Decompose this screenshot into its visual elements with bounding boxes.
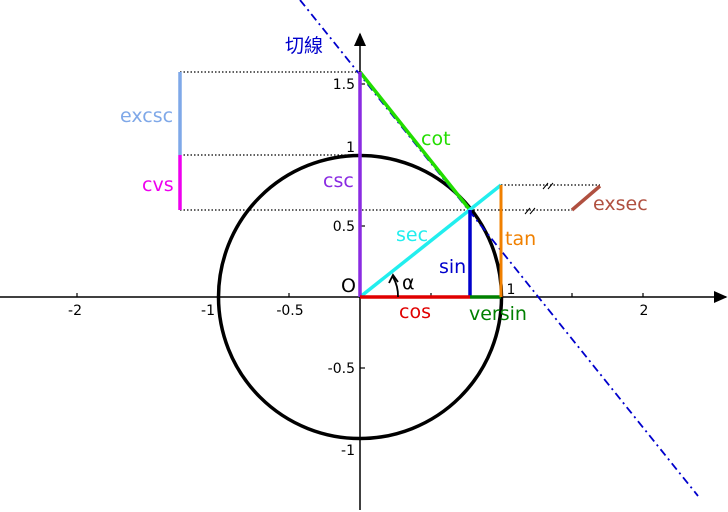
sec-label: sec: [396, 224, 428, 246]
x-tick-label: 1: [507, 282, 516, 298]
sec-segment: [358, 183, 503, 299]
excsc-label: excsc: [120, 105, 173, 127]
sin-label: sin: [439, 256, 466, 278]
versin-label: versin: [469, 303, 527, 325]
y-tick-label: -1: [341, 443, 355, 459]
break-mark: [542, 182, 554, 190]
csc-label: csc: [323, 170, 354, 192]
alpha-label: α: [402, 272, 415, 294]
angle-arc: [392, 276, 399, 298]
x-tick-label: -0.5: [276, 303, 303, 319]
cot-label: cot: [421, 128, 451, 150]
cvs-label: cvs: [142, 174, 174, 196]
x-tick-label: -2: [68, 303, 82, 319]
x-tick-label: -1: [201, 303, 215, 319]
tan-label: tan: [505, 228, 536, 250]
exsec-segment: [570, 184, 602, 212]
break-marks: [524, 182, 554, 215]
y-tick-label: 0.5: [333, 219, 355, 235]
exsec-label: exsec: [593, 193, 648, 215]
angle-arrow-icon: [388, 273, 399, 284]
y-tick-label: 1.5: [333, 77, 355, 93]
y-tick-label: -0.5: [328, 361, 355, 377]
guide-lines: [180, 71, 600, 211]
tangent-line-label: 切線: [285, 35, 323, 57]
cot-segment: [358, 70, 472, 212]
origin-label: O: [341, 275, 356, 297]
tangent-line: [299, 0, 699, 497]
cos-label: cos: [399, 301, 431, 323]
break-mark: [524, 207, 536, 215]
x-tick-label: 2: [640, 303, 649, 319]
y-tick-label: 1: [346, 140, 355, 156]
